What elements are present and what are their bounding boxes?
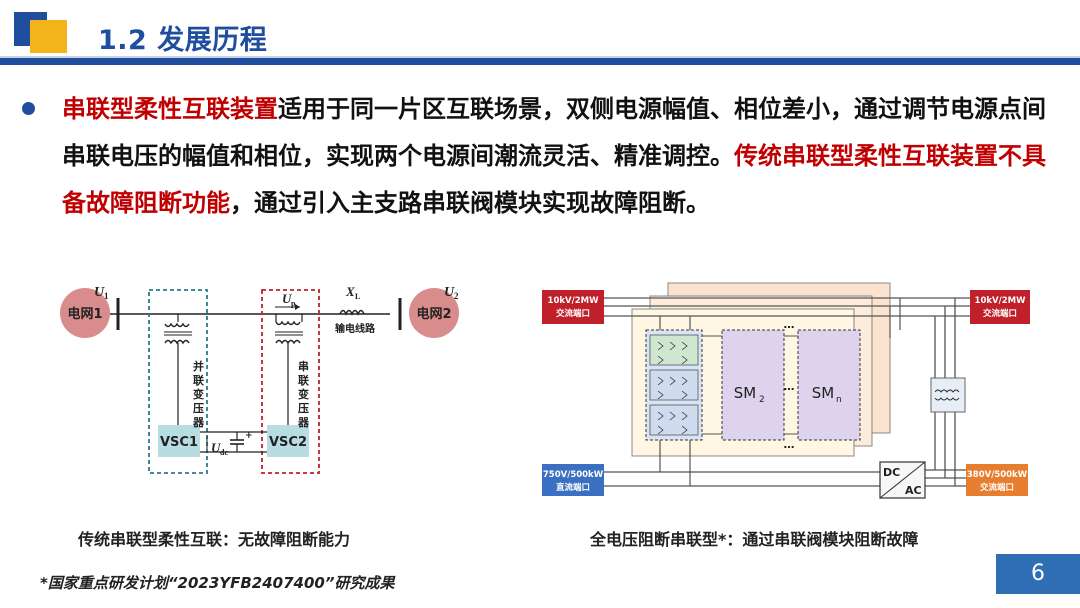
vtext: 并 [193,359,204,373]
port-text: 交流端口 [983,308,1017,319]
body-text-2: ，通过引入主支路串联阀模块实现故障阻断。 [230,189,710,217]
xl-sub: L [355,292,360,301]
filter-block [930,377,966,413]
port-text: 交流端口 [980,482,1014,493]
port-text: 10kV/2MW [548,296,600,306]
page-number: 6 [996,554,1080,594]
vtext: 压 [298,401,309,415]
right-converter-diagram: SM 2 SM n … … … DC AC 10kV/2MW 交流端口 10kV… [542,282,1030,499]
vsc1-box [158,425,200,457]
port-text: 直流端口 [556,482,590,493]
port-dc [542,464,604,496]
u2-label: U [444,285,455,300]
vsc1-label: VSC1 [160,435,198,450]
vtext: 器 [192,416,205,429]
smn-sub: n [836,395,842,405]
vtext: 联 [298,373,309,387]
vtext: 联 [193,373,204,387]
u2-sub: 2 [454,291,459,301]
smn-label: SM [812,384,834,402]
udc-label: U [211,440,221,455]
left-diagram-caption: 传统串联型柔性互联：无故障阻断能力 [78,530,351,549]
port-ac-right [970,290,1030,324]
u1-sub: 1 [104,291,109,301]
sm2-label: SM [734,384,756,402]
vsc2-box [267,425,309,457]
page-title: 1.2 发展历程 [98,25,268,56]
highlight-text: 串联型柔性互联装置 [62,95,278,123]
vtext: 串 [298,359,309,373]
bullet-dot [22,102,35,115]
grid1-label: 电网1 [67,306,102,322]
vtext: 器 [297,416,310,429]
port-text: 380V/500kW [967,470,1028,480]
smn-block [797,329,861,441]
sm2-sub: 2 [759,395,765,405]
logo-square-yellow [30,20,67,53]
port-text: 交流端口 [556,308,590,319]
parallel-tf-label: 并 联 变 压 器 [192,359,205,429]
vtext: 压 [193,401,204,415]
footnote: *国家重点研发计划“2023YFB2407400”研究成果 [40,574,395,592]
ac-label: AC [905,484,922,497]
dots-bottom: … [784,438,795,451]
vtext: 变 [298,387,309,401]
u1-label: U [94,285,105,300]
sm2-block [721,329,785,441]
grid1-circle [60,288,110,338]
grid2-label: 电网2 [416,306,451,322]
grid2-circle [409,288,459,338]
right-diagram-caption: 全电压阻断串联型*：通过串联阀模块阻断故障 [590,530,919,549]
up-sub: p [291,299,296,308]
port-ac-left [542,290,604,324]
series-tf-label: 串 联 变 压 器 [297,359,310,429]
udc-sub: dc [220,448,228,457]
title-divider-light [0,56,1080,58]
line-label: 输电线路 [335,322,376,335]
dots-mid: … [784,380,795,393]
dots-top: … [784,318,795,331]
xl-label: X [345,284,355,299]
port-text: 10kV/2MW [975,296,1027,306]
vsc2-label: VSC2 [269,435,307,450]
up-label: U [282,291,292,306]
port-text: 750V/500kW [543,470,604,480]
body-paragraph: 串联型柔性互联装置适用于同一片区互联场景，双侧电源幅值、相位差小，通过调节电源点… [62,86,1052,227]
dc-label: DC [883,466,900,479]
series-branch-box [261,289,320,474]
parallel-branch-box [148,289,208,474]
port-ac-low [966,464,1028,496]
highlight-text-2: 传统串联型柔性互联装置不具备故障阻断功能 [62,142,1046,217]
body-text: 适用于同一片区互联场景，双侧电源幅值、相位差小，通过调节电源点间串联电压的幅值和… [62,95,1046,170]
title-divider [0,58,1080,65]
vtext: 变 [193,387,204,401]
svg-text:+: + [245,431,253,441]
left-circuit-diagram: 电网1 U 1 电网2 U 2 X L 输电线路 U p VSC1 [60,284,459,474]
